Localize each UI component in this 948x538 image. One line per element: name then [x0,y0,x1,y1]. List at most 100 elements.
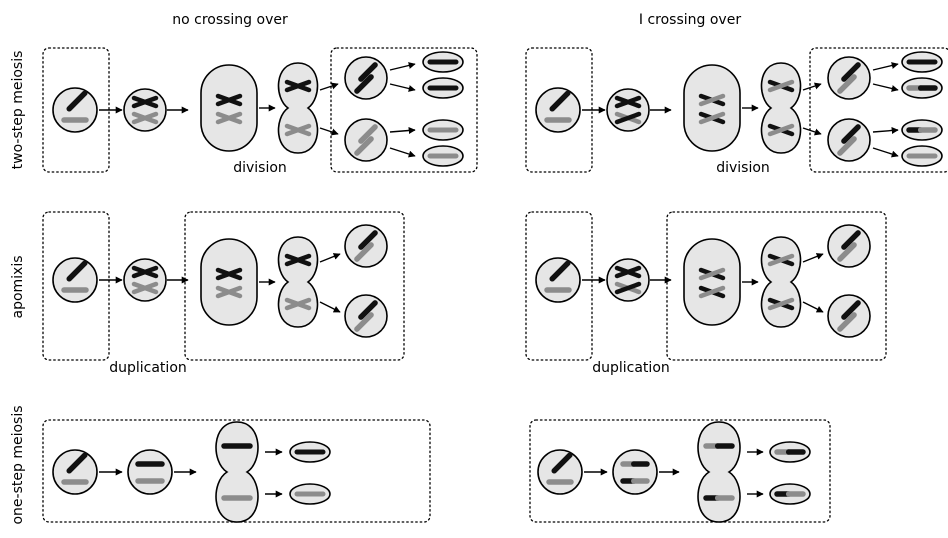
group-box [529,419,831,523]
gamete-cell [901,51,943,73]
cell-membrane [760,236,802,328]
chromatid [284,253,312,267]
round-cell [344,294,388,338]
cell-membrane [127,449,173,495]
chromatid [131,281,159,295]
chromatid [767,253,795,267]
chromatid [614,281,642,295]
division-label: division [233,160,287,176]
duplication-label: duplication [592,360,670,376]
chromatid [131,95,159,109]
chromosome [837,242,857,262]
group-box [42,211,110,361]
chromosome [354,242,374,262]
cell-membrane [277,62,319,154]
cell-membrane [612,449,658,495]
chromosome [358,300,378,320]
group-box [525,211,593,361]
arrow [389,83,416,92]
round-cell [123,88,167,132]
round-cell [537,449,583,495]
dividing-cell [697,421,741,523]
round-cell [344,56,388,100]
chromosome [837,136,857,156]
arrow [802,253,824,263]
row-label-apomixis: apomixis [10,255,26,318]
round-cell [52,257,98,303]
chromatid [215,111,243,125]
cell-membrane [760,62,802,154]
round-cell [127,449,173,495]
round-cell [606,258,650,302]
cell-membrane [123,88,167,132]
elongated-cell [683,238,741,326]
group-box [330,47,478,173]
cell-membrane [344,224,388,268]
gamete-cell [422,119,464,141]
cell-membrane [52,449,98,495]
arrow [802,301,824,313]
chromatid [284,297,312,311]
elongated-cell [683,64,741,152]
round-cell [612,449,658,495]
arrow [802,127,822,136]
cell-membrane [215,421,259,523]
round-cell [52,449,98,495]
chromosome [66,260,88,282]
chromatid [698,93,726,107]
gamete-cell [422,51,464,73]
cell-membrane [52,87,98,133]
gamete-cell [901,77,943,99]
chromatid [284,79,312,93]
group-box [809,47,948,173]
cell-membrane [344,294,388,338]
round-cell [344,118,388,162]
arrow [319,301,341,313]
chromosome [66,452,88,474]
cell-membrane [123,258,167,302]
chromosome [354,136,374,156]
chromatid [767,123,795,137]
group-box [666,211,887,361]
chromosome [841,124,861,144]
chromosome [549,90,571,112]
chromatid [614,265,642,279]
group-box [184,211,405,361]
chromatid [284,123,312,137]
chromatid [614,111,642,125]
row-label-one-step-meiosis: one-step meiosis [10,405,26,524]
arrow [389,127,416,134]
group-box [42,47,110,173]
dividing-cell [760,236,802,328]
cell-membrane [683,238,741,326]
cell-membrane [200,238,258,326]
round-cell [827,294,871,338]
round-cell [535,87,581,133]
arrow [389,62,416,71]
chromosome [358,62,378,82]
arrows-layer [99,62,899,498]
chromosome [551,452,573,474]
cell-membrane [537,449,583,495]
arrow [319,253,341,263]
chromatid [767,79,795,93]
division-label: division [716,160,770,176]
gamete-cell [422,145,464,167]
arrow [319,82,339,91]
chromosome [358,230,378,250]
chromatid [215,267,243,281]
chromatid [698,111,726,125]
chromatid [698,267,726,281]
arrow [872,83,899,92]
cell-membrane [200,64,258,152]
arrow [319,127,339,136]
chromosome [549,260,571,282]
gamete-cell [289,483,331,505]
round-cell [344,224,388,268]
column-header-crossover: I crossing over [639,12,741,28]
elongated-cell [200,64,258,152]
chromosome [66,90,88,112]
round-cell [827,56,871,100]
chromatid [131,265,159,279]
round-cell [535,257,581,303]
